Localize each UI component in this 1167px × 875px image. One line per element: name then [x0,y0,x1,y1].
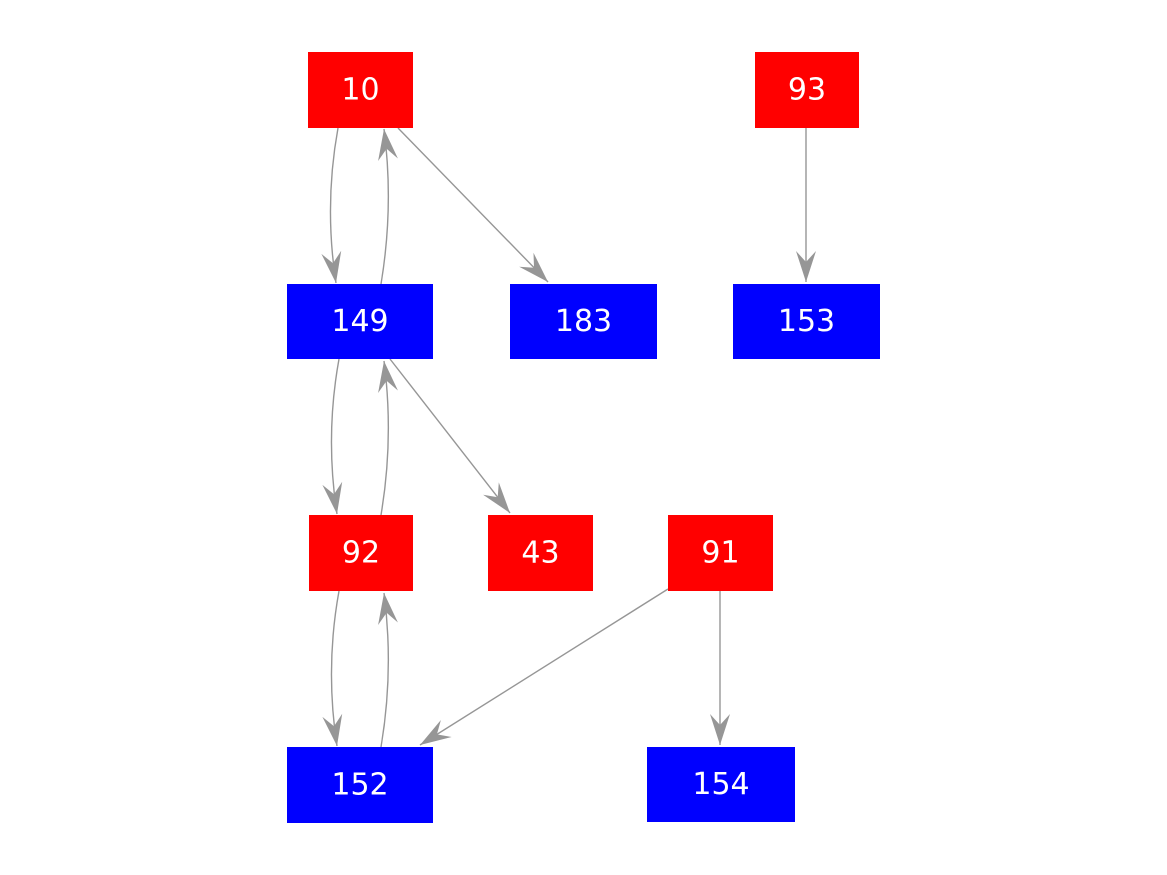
node-label-153: 153 [778,304,835,339]
graph-node-152: 152 [287,747,433,823]
arrowhead-icon-93-153 [796,251,816,282]
node-rect-93 [755,52,859,128]
node-rect-153 [733,284,880,359]
node-label-183: 183 [555,304,612,339]
arrowhead-icon-152-92 [378,593,398,625]
node-label-92: 92 [342,536,380,571]
node-rect-149 [287,284,433,359]
node-label-43: 43 [521,536,559,571]
node-rect-43 [488,515,593,591]
node-label-10: 10 [341,73,379,108]
node-label-149: 149 [331,304,388,339]
graph-node-93: 93 [755,52,859,128]
arrowhead-icon-92-152 [322,713,343,746]
graph-node-149: 149 [287,284,433,359]
node-rect-183 [510,284,657,359]
arrowhead-icon-149-10 [378,129,398,161]
node-rect-152 [287,747,433,823]
node-rect-92 [309,515,413,591]
graph-node-153: 153 [733,284,880,359]
arrowhead-icon-10-149 [321,250,342,283]
arrowhead-icon-149-92 [322,481,343,514]
node-rect-154 [647,747,795,822]
edge-149-43 [389,358,511,514]
node-rect-10 [308,52,413,128]
edge-10-183 [397,127,549,283]
graph-node-154: 154 [647,747,795,822]
arrowhead-icon-10-183 [519,252,548,282]
node-rect-91 [668,515,773,591]
edge-91-152 [419,588,669,746]
arrowhead-icon-91-154 [710,714,730,745]
node-label-93: 93 [788,73,826,108]
arrowhead-icon-91-152 [420,720,452,745]
graph-node-92: 92 [309,515,413,591]
graph-node-10: 10 [308,52,413,128]
node-label-91: 91 [701,536,739,571]
node-label-152: 152 [331,768,388,803]
graph-node-183: 183 [510,284,657,359]
arrowhead-icon-92-149 [378,361,398,393]
graph-node-43: 43 [488,515,593,591]
arrowhead-icon-149-43 [483,482,510,513]
graph-node-91: 91 [668,515,773,591]
node-label-154: 154 [692,767,749,802]
